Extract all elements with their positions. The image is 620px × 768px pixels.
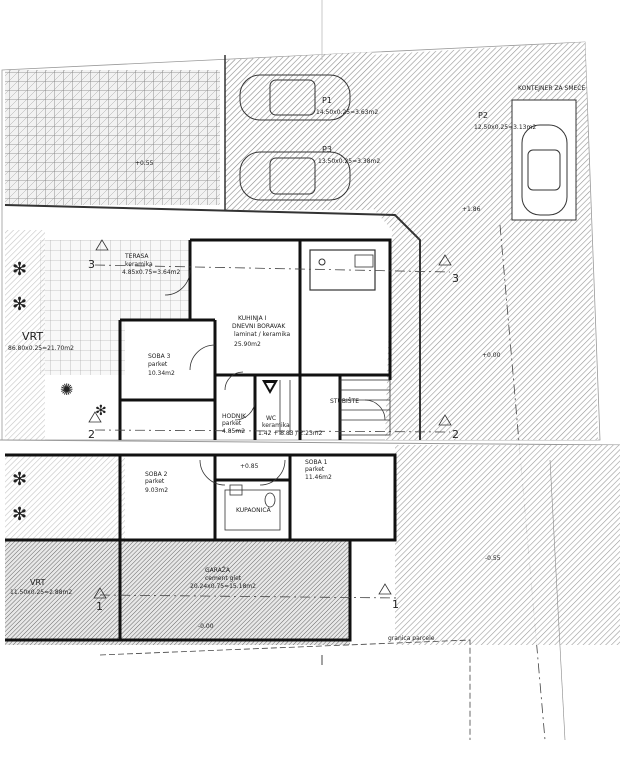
- container-note: KONTEJNER ZA SMEĆE: [518, 85, 585, 92]
- wc-area: 1.42 + 8.83 / 2.23m2: [258, 430, 323, 437]
- section-3-left: 3: [88, 258, 95, 271]
- p2-title: P2: [478, 111, 488, 120]
- vrt1-title: VRT: [22, 330, 43, 343]
- svg-text:✻: ✻: [95, 403, 107, 419]
- garaza-title: GARAŽA: [205, 566, 231, 574]
- warning-icon: [262, 380, 278, 394]
- section-1-left: 1: [96, 600, 103, 613]
- p1-area: 14.50x0.25=3.63m2: [316, 109, 378, 116]
- section-2-left: 2: [88, 428, 95, 441]
- lower-sheet: ✻ ✻: [5, 445, 620, 741]
- soba3-title: SOBA 3: [148, 353, 171, 360]
- vrt1-area: 86.80x0.25=21.70m2: [8, 345, 74, 352]
- soba2-title: SOBA 2: [145, 471, 168, 478]
- level-right-mid: +0.00: [482, 352, 501, 359]
- level-room-mid: +0.85: [240, 463, 259, 470]
- car-p1-icon: [239, 74, 351, 121]
- svg-text:✻: ✻: [12, 469, 27, 490]
- section-2-right: 2: [452, 428, 459, 441]
- kuhinja-area: 25.90m2: [234, 341, 261, 348]
- hodnik-title: HODNIK: [222, 413, 247, 420]
- svg-text:✻: ✻: [12, 504, 27, 525]
- section-3-right: 3: [452, 272, 459, 285]
- p1-title: P1: [322, 96, 332, 105]
- vrt2-title: VRT: [30, 578, 45, 587]
- labels: P1 14.50x0.25=3.63m2 P3 13.50x0.25=3.38m…: [8, 85, 585, 642]
- kuhinja-title: KUHINJA I: [238, 315, 267, 322]
- level-right-low: -0.55: [485, 555, 501, 562]
- p2-area: 12.50x0.25=3.13m2: [474, 124, 536, 131]
- garaza-area: 20.24x0.75=15.18m2: [190, 583, 256, 590]
- wc-sub: keramika: [262, 422, 290, 429]
- svg-text:✺: ✺: [60, 380, 73, 399]
- soba1-sub: parket: [305, 466, 325, 473]
- soba2-area: 9.03m2: [145, 487, 168, 494]
- wc-title: WC: [266, 415, 276, 422]
- garaza-sub: cement glet: [205, 575, 242, 582]
- soba2-sub: parket: [145, 478, 165, 485]
- kuhinja-title2: DNEVNI BORAVAK: [232, 323, 286, 330]
- level-entry: +1.86: [462, 206, 481, 213]
- kupaonica-label: KUPAONICA: [236, 507, 272, 514]
- svg-text:✻: ✻: [12, 259, 27, 280]
- vrt2-area: 11.50x0.25=2.88m2: [10, 589, 72, 596]
- soba3-area: 10.34m2: [148, 370, 175, 377]
- p3-title: P3: [322, 145, 332, 154]
- plant-icons: ✻ ✻ ✺ ✻: [12, 259, 107, 419]
- svg-text:✻: ✻: [12, 294, 27, 315]
- level-garden: +0.55: [135, 160, 154, 167]
- plot-boundary-label: granica parcele: [388, 635, 435, 642]
- terasa-sub: keramika: [125, 261, 153, 268]
- terasa-title: TERASA: [124, 253, 149, 260]
- car-p2-icon: [511, 99, 577, 221]
- p3-area: 13.50x0.25=3.38m2: [318, 158, 380, 165]
- car-p3-icon: [239, 151, 351, 201]
- plant-icons-lower: ✻ ✻: [12, 469, 27, 525]
- kuhinja-sub: laminat / keramika: [234, 331, 291, 338]
- stubiste-label: STUBIŠTE: [330, 398, 359, 405]
- hodnik-area: 4.85m2: [222, 428, 245, 435]
- hodnik-sub: parket: [222, 420, 242, 427]
- level-garage: -0.00: [198, 623, 214, 630]
- soba1-title: SOBA 1: [305, 459, 328, 466]
- upper-sheet: ✻ ✻ ✺ ✻: [1, 41, 601, 741]
- soba3-sub: parket: [148, 361, 168, 368]
- section-1-right: 1: [392, 598, 399, 611]
- soba1-area: 11.46m2: [305, 474, 332, 481]
- terasa-area: 4.85x0.75=3.64m2: [122, 269, 181, 276]
